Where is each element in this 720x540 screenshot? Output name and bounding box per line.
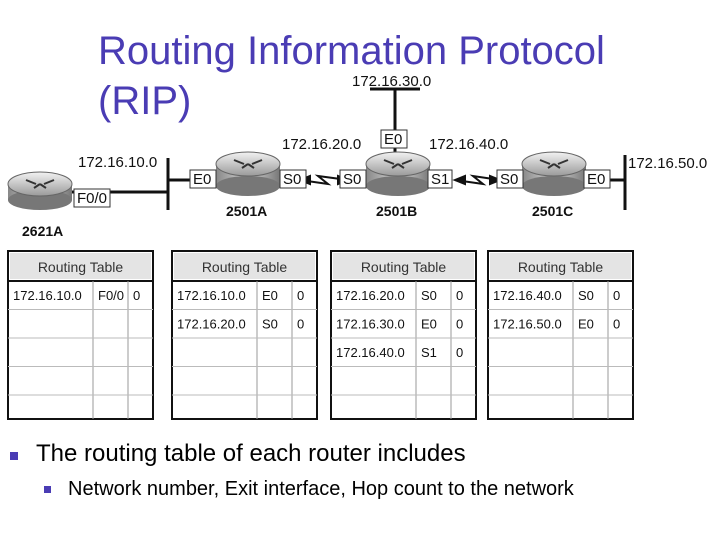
table-cell: 0 [133,288,140,303]
if-2501a-s0: S0 [283,171,301,188]
router-name-2621a: 2621A [22,223,63,239]
bullet-main-text: The routing table of each router include… [36,440,466,467]
table-cell: 0 [456,317,463,332]
net-label-10: 172.16.10.0 [78,154,157,171]
table-header-bg [333,253,474,279]
title-line-2: (RIP) [98,79,192,123]
router-2501b-icon [365,151,431,196]
table-cell: S0 [262,317,278,332]
bullet-square-icon [10,452,18,460]
router-2501c-icon [521,151,587,196]
table-cell: 172.16.20.0 [177,317,246,332]
bullet-sub-text: Network number, Exit interface, Hop coun… [68,478,574,500]
router-name-2501c: 2501C [532,203,573,219]
table-cell: E0 [262,288,278,303]
table-cell: S0 [578,288,594,303]
router-2621a-icon [7,171,73,210]
table-cell: 172.16.10.0 [177,288,246,303]
table-cell: F0/0 [98,288,124,303]
table-cell: 172.16.30.0 [336,317,405,332]
router-name-2501b: 2501B [376,203,417,219]
table-cell: 172.16.40.0 [336,345,405,360]
if-2501b-s0: S0 [343,171,361,188]
interface-labels: F0/0 E0 S0 S0 E0 S1 S0 E0 [73,129,611,208]
table-cell: E0 [421,317,437,332]
router-2501a-icon [215,151,281,196]
sub-bullet-square-icon [44,486,51,493]
table-cell: 172.16.50.0 [493,317,562,332]
routing-table-1: Routing Table 172.16.10.0 F0/0 0 [7,250,154,420]
table-header-bg [490,253,631,279]
table-cell: S1 [421,345,437,360]
if-2621a-f0: F0/0 [77,190,107,207]
table-header: Routing Table [202,259,288,275]
routing-table-4: Routing Table 172.16.40.0 S0 0 172.16.50.0 E0… [487,250,634,420]
table-cell: 172.16.10.0 [13,288,82,303]
table-cell: 172.16.20.0 [336,288,405,303]
slide-title: Routing Information Protocol (RIP) [98,26,698,126]
table-header-bg [10,253,151,279]
network-address-labels: 172.16.10.0 172.16.20.0 172.16.30.0 172.… [78,73,707,172]
table-cell: 172.16.40.0 [493,288,562,303]
network-diagram: F0/0 E0 S0 S0 E0 S1 S0 E0 172.16.10.0 17… [7,73,707,420]
if-2501b-s1: S1 [431,171,449,188]
if-2501a-e0: E0 [193,171,211,188]
table-header: Routing Table [361,259,447,275]
if-2501c-s0: S0 [500,171,518,188]
table-cell: 0 [456,288,463,303]
net-label-40: 172.16.40.0 [429,136,508,153]
if-2501b-e0: E0 [384,131,402,148]
table-cell: 0 [456,345,463,360]
table-cell: 0 [613,288,620,303]
table-cell: 0 [297,288,304,303]
net-label-50: 172.16.50.0 [628,155,707,172]
routing-table-2: Routing Table 172.16.10.0 E0 0 172.16.20.0 S0… [171,250,318,420]
net-label-30: 172.16.30.0 [352,73,431,90]
router-name-2501a: 2501A [226,203,267,219]
table-header: Routing Table [38,259,124,275]
net-label-20: 172.16.20.0 [282,136,361,153]
table-cell: 0 [297,317,304,332]
serial-link-40 [452,174,503,186]
table-cell: 0 [613,317,620,332]
routing-table-3: Routing Table 172.16.20.0 S0 0 172.16.30.0 E0… [330,250,477,420]
router-names: 2621A 2501A 2501B 2501C [22,203,573,239]
table-header-bg [174,253,315,279]
title-line-1: Routing Information Protocol [98,29,605,73]
table-cell: E0 [578,317,594,332]
table-cell: S0 [421,288,437,303]
table-header: Routing Table [518,259,604,275]
if-2501c-e0: E0 [587,171,605,188]
